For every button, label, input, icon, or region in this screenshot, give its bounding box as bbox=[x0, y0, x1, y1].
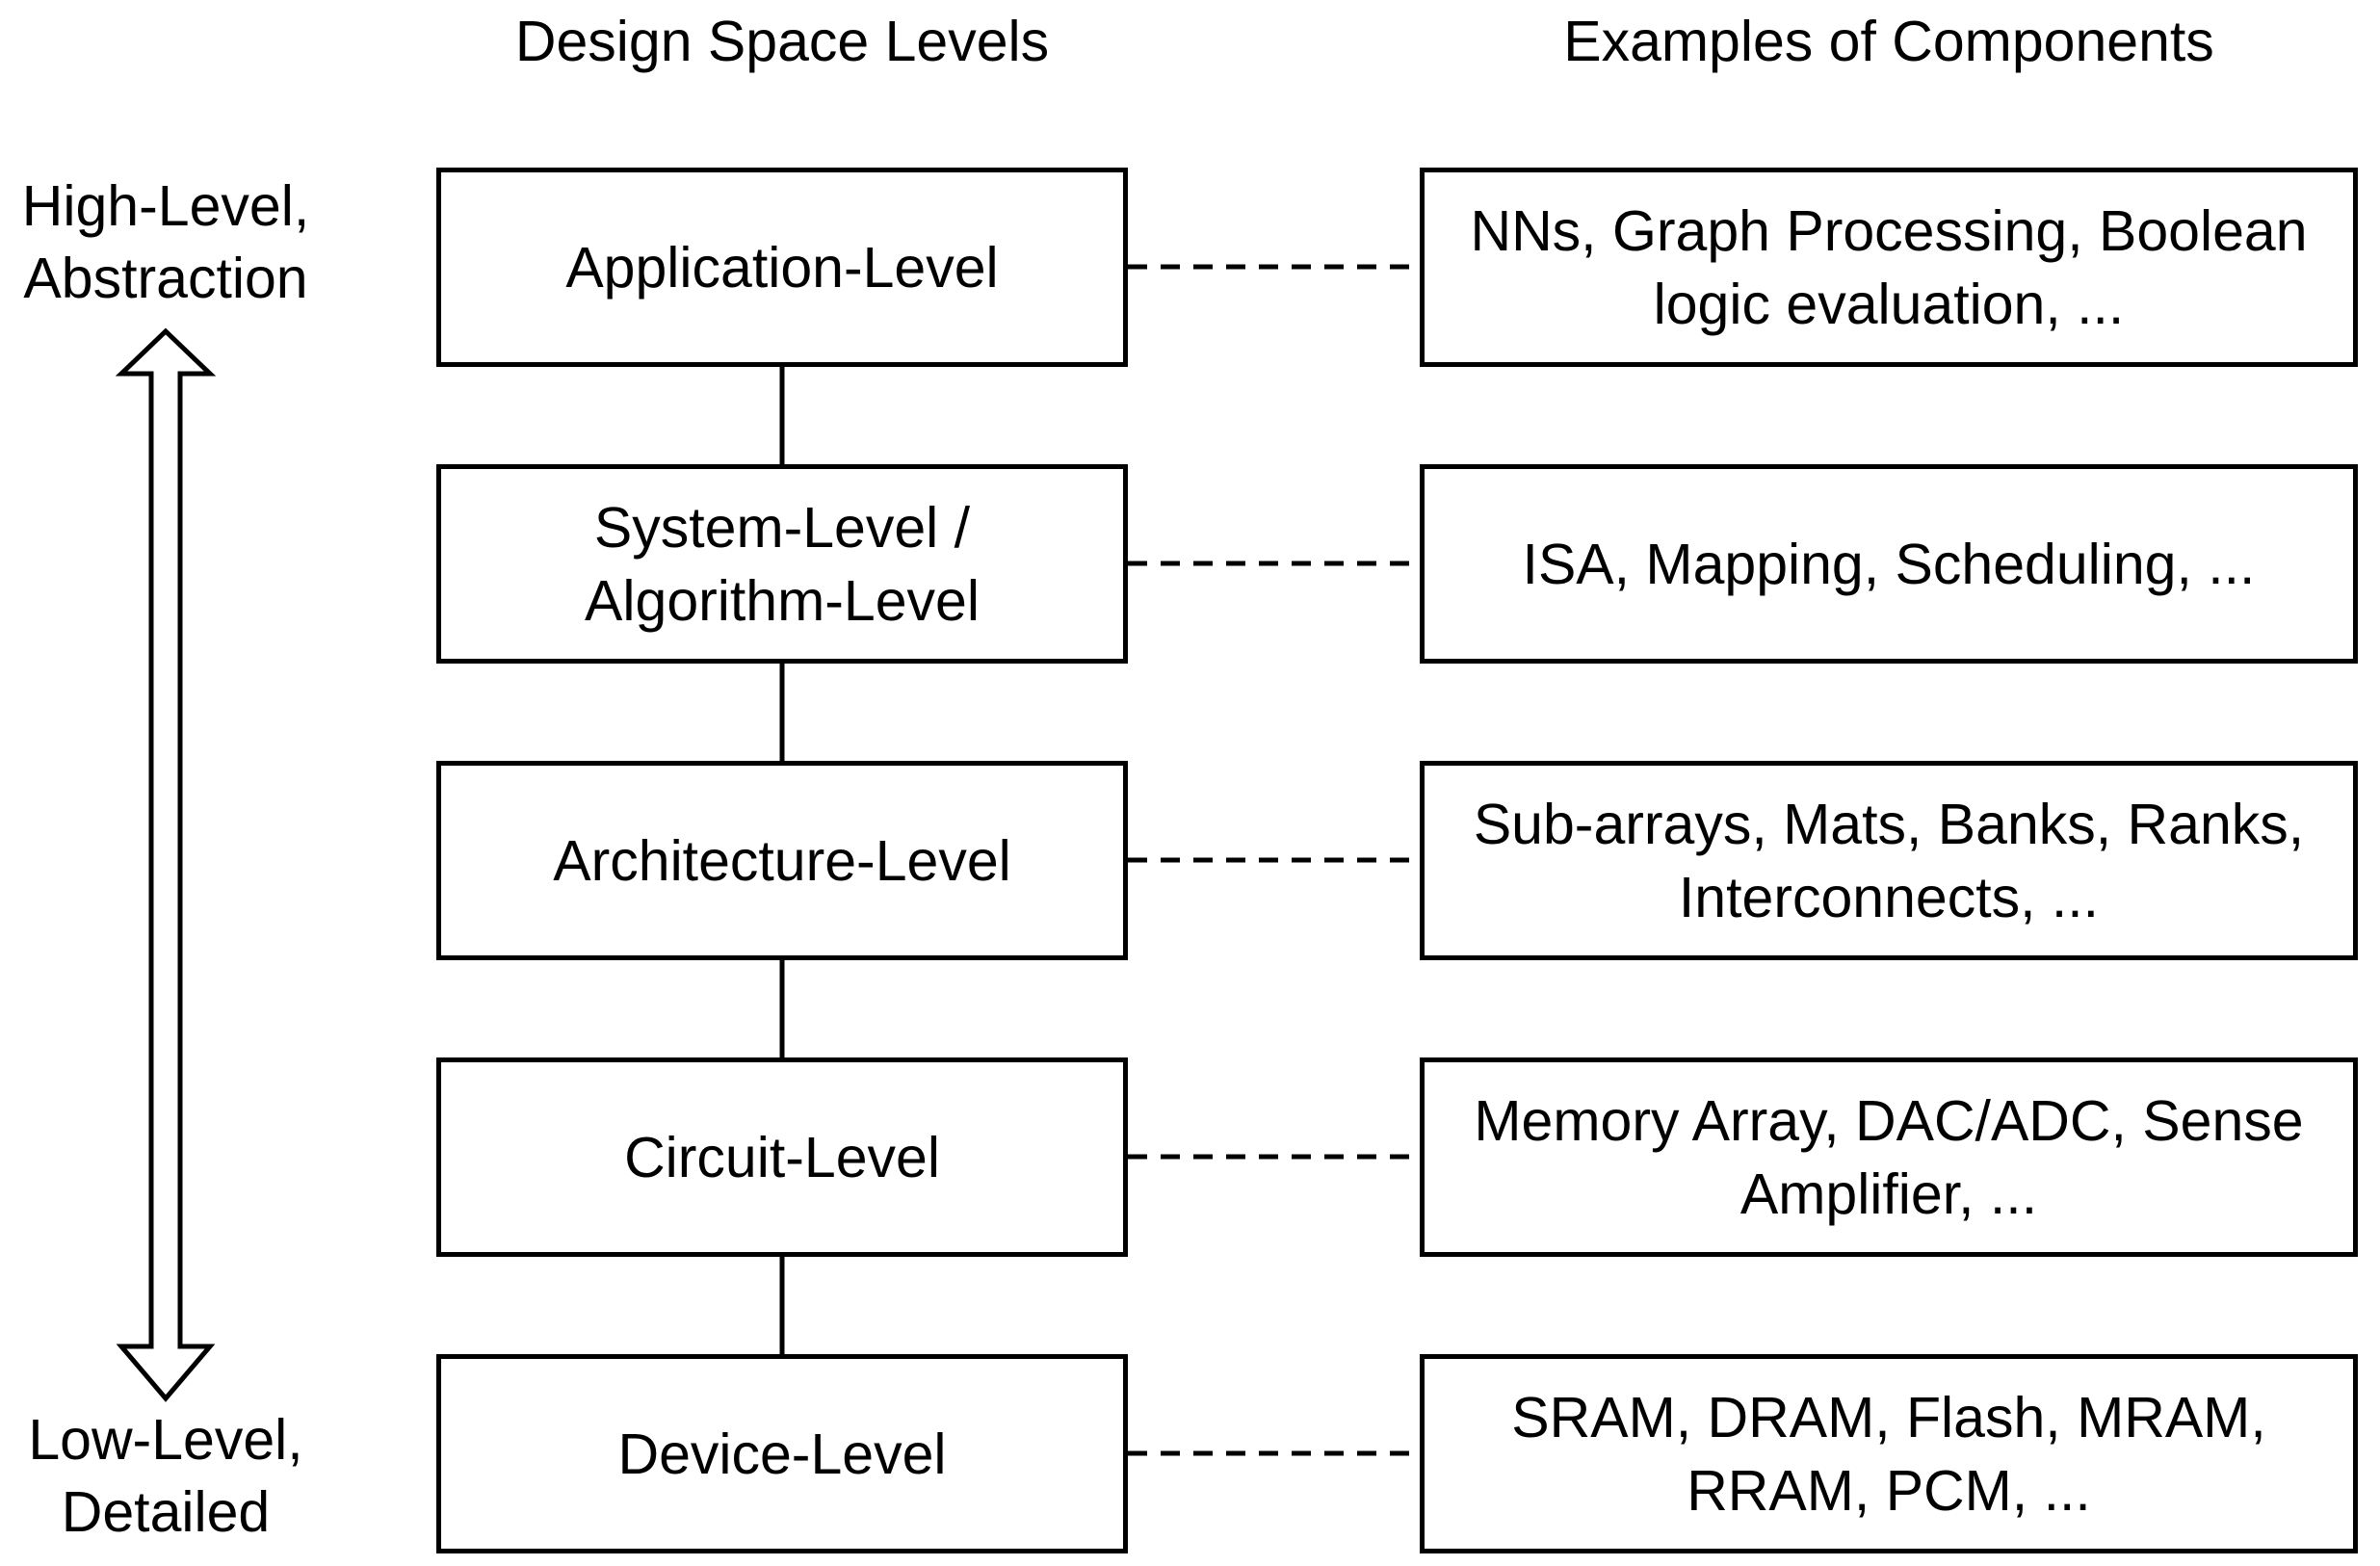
level-label: Circuit-Level bbox=[624, 1125, 940, 1189]
high-level-label: High-Level, Abstraction bbox=[21, 174, 310, 310]
example-box-architecture: Sub-arrays, Mats, Banks, Ranks, Intercon… bbox=[1420, 761, 2358, 960]
levels-heading: Design Space Levels bbox=[514, 10, 1050, 73]
level-box-circuit: Circuit-Level bbox=[436, 1057, 1128, 1257]
low-level-label: Low-Level, Detailed bbox=[28, 1408, 303, 1544]
level-box-application: Application-Level bbox=[436, 168, 1128, 367]
example-text: SRAM, DRAM, Flash, MRAM, RRAM, PCM, ... bbox=[1511, 1385, 2266, 1523]
example-box-system: ISA, Mapping, Scheduling, ... bbox=[1420, 464, 2358, 664]
example-box-device: SRAM, DRAM, Flash, MRAM, RRAM, PCM, ... bbox=[1420, 1354, 2358, 1553]
examples-heading: Examples of Components bbox=[1563, 10, 2214, 73]
example-text: Sub-arrays, Mats, Banks, Ranks, Intercon… bbox=[1473, 792, 2305, 929]
level-label: System-Level / Algorithm-Level bbox=[585, 495, 980, 633]
example-text: Memory Array, DAC/ADC, Sense Amplifier, … bbox=[1474, 1088, 2304, 1226]
example-text: ISA, Mapping, Scheduling, ... bbox=[1522, 532, 2256, 596]
example-box-circuit: Memory Array, DAC/ADC, Sense Amplifier, … bbox=[1420, 1057, 2358, 1257]
level-label: Architecture-Level bbox=[553, 828, 1011, 893]
level-box-system: System-Level / Algorithm-Level bbox=[436, 464, 1128, 664]
example-text: NNs, Graph Processing, Boolean logic eva… bbox=[1470, 198, 2308, 336]
level-box-architecture: Architecture-Level bbox=[436, 761, 1128, 960]
example-box-application: NNs, Graph Processing, Boolean logic eva… bbox=[1420, 168, 2358, 367]
level-box-device: Device-Level bbox=[436, 1354, 1128, 1553]
level-label: Application-Level bbox=[565, 235, 999, 300]
level-label: Device-Level bbox=[617, 1422, 947, 1486]
abstraction-double-arrow bbox=[115, 327, 217, 1402]
